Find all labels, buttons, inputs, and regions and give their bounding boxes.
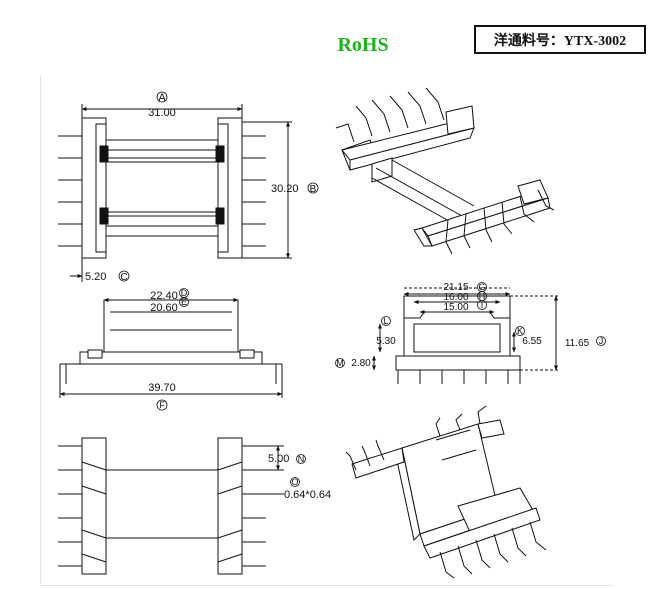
side-view-dim-b: 20.60 — [150, 302, 178, 314]
rohs-label: RoHS — [337, 34, 389, 56]
side-view-dim-ref-f: F — [159, 400, 165, 410]
end-view-dim-ref-g: G — [478, 282, 485, 292]
end-view-dim-k: 6.55 — [522, 336, 542, 347]
end-view-dim-ref-k: K — [517, 326, 523, 336]
end-view — [372, 287, 560, 384]
top-view-dim-offset: 5.20 — [85, 271, 106, 283]
end-view-dim-l: 5.30 — [376, 336, 396, 347]
end-view-dim-ref-j: J — [599, 336, 604, 346]
top-view-dim-width: 31.00 — [148, 107, 176, 119]
iso-view-lower — [345, 405, 547, 579]
side-view-dim-overall: 39.70 — [148, 382, 176, 394]
bottom-view-dim-pitch: 5.00 — [268, 453, 289, 465]
bottom-view-dim-ref-o: O — [291, 477, 298, 487]
top-view-dim-ref-c: C — [120, 272, 127, 283]
end-view-dim-j: 11.65 — [565, 338, 590, 349]
bottom-view — [58, 437, 284, 575]
part-number-box: 洋通料号：YTX-3002 — [474, 25, 646, 54]
bottom-view-dim-ref-n: N — [298, 454, 305, 464]
end-view-dim-ref-l: L — [383, 316, 388, 326]
side-view-dim-a: 22.40 — [150, 290, 178, 302]
side-view-dim-ref-d: D — [181, 288, 188, 298]
part-number: 洋通料号：YTX-3002 — [493, 33, 627, 49]
iso-view-upper — [335, 87, 555, 255]
end-view-dim-ref-m: M — [336, 358, 344, 368]
drawing-frame — [40, 75, 613, 586]
top-view-pins-left — [58, 135, 82, 247]
top-view — [58, 104, 292, 282]
top-view-dim-ref-a: A — [158, 92, 166, 104]
top-view-dim-ref-b: B — [310, 184, 317, 195]
end-view-dim-ref-i: I — [481, 300, 484, 310]
top-view-pins-right — [242, 135, 266, 247]
end-view-dim-m: 2.80 — [351, 358, 371, 369]
bottom-view-dim-pin: 0.64*0.64 — [284, 489, 331, 501]
end-view-dim-ref-h: H — [479, 291, 486, 301]
end-view-dim-h: 16.00 — [443, 292, 468, 303]
side-view — [59, 298, 283, 398]
side-view-dim-ref-e: E — [181, 297, 187, 307]
end-view-dim-i: 15.00 — [443, 302, 468, 313]
top-view-dim-height: 30.20 — [271, 183, 299, 195]
end-view-dim-g: 21.15 — [443, 282, 468, 293]
